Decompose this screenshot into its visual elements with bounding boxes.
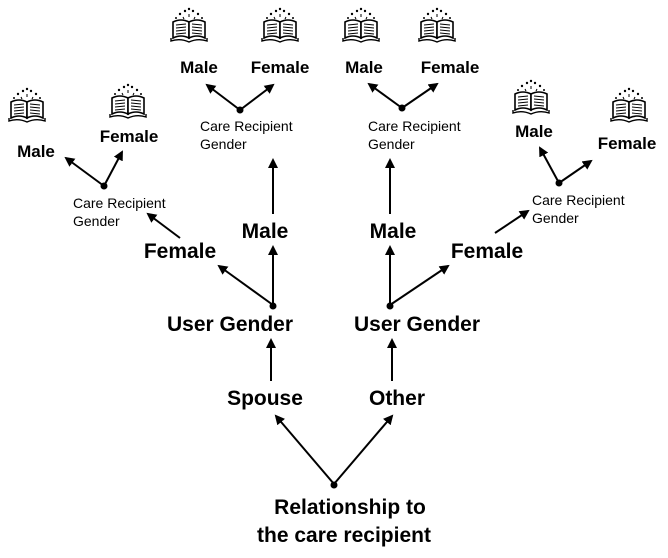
crg4-label-line1: Care Recipient (532, 192, 625, 208)
crg1-edges (64, 150, 123, 187)
crg3-edges (367, 82, 439, 109)
leaf2-male-label: Male (180, 58, 218, 77)
leaf1-male-label: Male (17, 142, 55, 161)
book-sparkle-icon (418, 7, 456, 43)
leaf4-male-label: Male (515, 122, 553, 141)
book-sparkle-icon (261, 7, 299, 43)
other-label: Other (369, 387, 425, 410)
user-gender-left-dot (269, 302, 277, 310)
crg2-edges (205, 83, 275, 111)
user-gender-left-label: User Gender (167, 313, 293, 336)
user-gender-right-label: User Gender (354, 313, 480, 336)
crg1-label-line1: Care Recipient (73, 195, 166, 211)
crg3-label-line2: Gender (368, 136, 415, 152)
crg3-label-line1: Care Recipient (368, 118, 461, 134)
leaf3-female-label: Female (421, 58, 480, 77)
spouse-label: Spouse (227, 387, 303, 410)
left-male-label: Male (242, 220, 289, 243)
right-male-label: Male (370, 220, 417, 243)
left-female-label: Female (144, 240, 216, 263)
right-female-label: Female (451, 240, 523, 263)
crg1-label-line2: Gender (73, 213, 120, 229)
root-node-dot (330, 481, 338, 489)
crg4-edges (539, 146, 593, 184)
leaf4-female-label: Female (598, 134, 657, 153)
leaf2-female-label: Female (251, 58, 310, 77)
crg2-label-line1: Care Recipient (200, 118, 293, 134)
book-sparkle-icon (170, 7, 208, 43)
crg2-label-line2: Gender (200, 136, 247, 152)
book-sparkle-icon (109, 83, 147, 119)
second-level-edges (146, 158, 530, 239)
leaf3-male-label: Male (345, 58, 383, 77)
root-edges (266, 338, 397, 485)
user-gender-edges (217, 245, 450, 306)
book-sparkle-icon (610, 87, 648, 123)
root-label-line2: the care recipient (257, 524, 431, 547)
leaf1-female-label: Female (100, 127, 159, 146)
user-gender-right-dot (386, 302, 394, 310)
root-label-line1: Relationship to (274, 496, 426, 519)
book-sparkle-icon (512, 79, 550, 115)
book-sparkle-icon (342, 7, 380, 43)
book-sparkle-icon (8, 87, 46, 123)
crg4-label-line2: Gender (532, 210, 579, 226)
